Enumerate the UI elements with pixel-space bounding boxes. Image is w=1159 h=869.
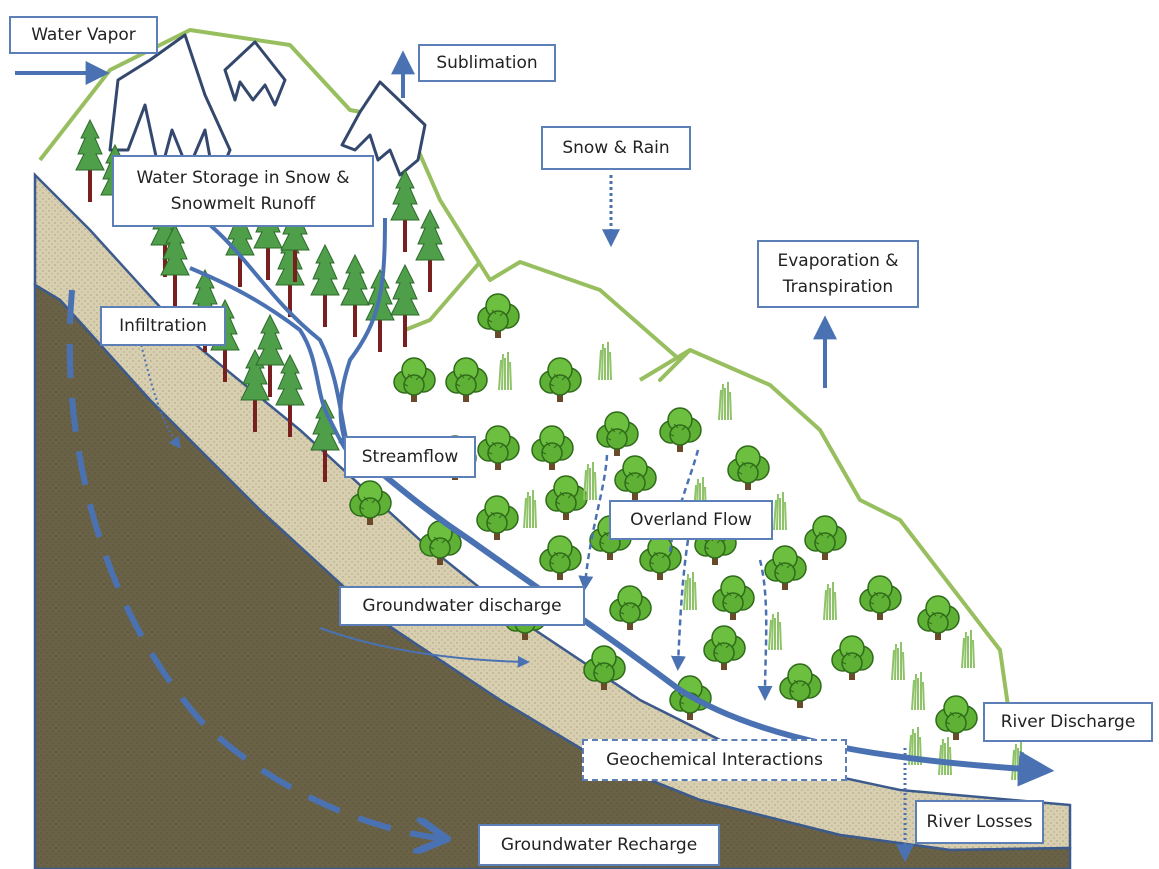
- label-evapotranspiration: Evaporation & Transpiration: [757, 240, 919, 308]
- label-text: River Discharge: [1000, 712, 1136, 732]
- label-text-line2: Snowmelt Runoff: [170, 194, 316, 214]
- label-overland-flow: Overland Flow: [609, 500, 773, 540]
- ridge-spur-2: [638, 348, 692, 382]
- meltwater-channel-right: [338, 217, 387, 456]
- label-sublimation: Sublimation: [418, 44, 556, 82]
- label-groundwater-discharge: Groundwater discharge: [339, 586, 585, 626]
- meltwater-channel-left: [189, 266, 352, 457]
- snow-peak-mid: [223, 40, 287, 107]
- label-snow-storage: Water Storage in Snow & Snowmelt Runoff: [112, 155, 374, 227]
- label-river-losses: River Losses: [915, 800, 1044, 844]
- label-text: Sublimation: [436, 53, 538, 73]
- label-text: Groundwater discharge: [362, 596, 562, 616]
- label-text: Infiltration: [119, 316, 207, 336]
- label-text: Geochemical Interactions: [606, 750, 823, 770]
- ridge-line: [38, 28, 1012, 721]
- label-text: Overland Flow: [630, 510, 752, 530]
- groundwater-discharge-arrow: [319, 627, 530, 668]
- label-text: River Losses: [926, 812, 1033, 832]
- label-geochemical-interactions: Geochemical Interactions: [582, 739, 847, 781]
- label-text: Groundwater Recharge: [500, 835, 698, 855]
- label-river-discharge: River Discharge: [983, 702, 1153, 742]
- infiltration-arrow: [139, 339, 181, 449]
- label-text-line1: Water Storage in Snow &: [136, 168, 350, 188]
- groundwater-recharge-arrow: [66, 289, 440, 838]
- ridge-spur: [404, 260, 482, 332]
- label-groundwater-recharge: Groundwater Recharge: [478, 824, 720, 866]
- label-water-vapor: Water Vapor: [9, 16, 158, 54]
- label-infiltration: Infiltration: [100, 306, 226, 346]
- label-text-line1: Evaporation &: [777, 251, 899, 271]
- label-snow-rain: Snow & Rain: [541, 126, 691, 170]
- label-text: Snow & Rain: [562, 138, 670, 158]
- label-streamflow: Streamflow: [344, 436, 476, 478]
- snow-peak-right: [340, 80, 427, 177]
- streamflow-arrow: [338, 437, 1055, 787]
- label-text-line2: Transpiration: [782, 277, 894, 297]
- label-text: Water Vapor: [31, 25, 136, 45]
- label-text: Streamflow: [361, 447, 459, 467]
